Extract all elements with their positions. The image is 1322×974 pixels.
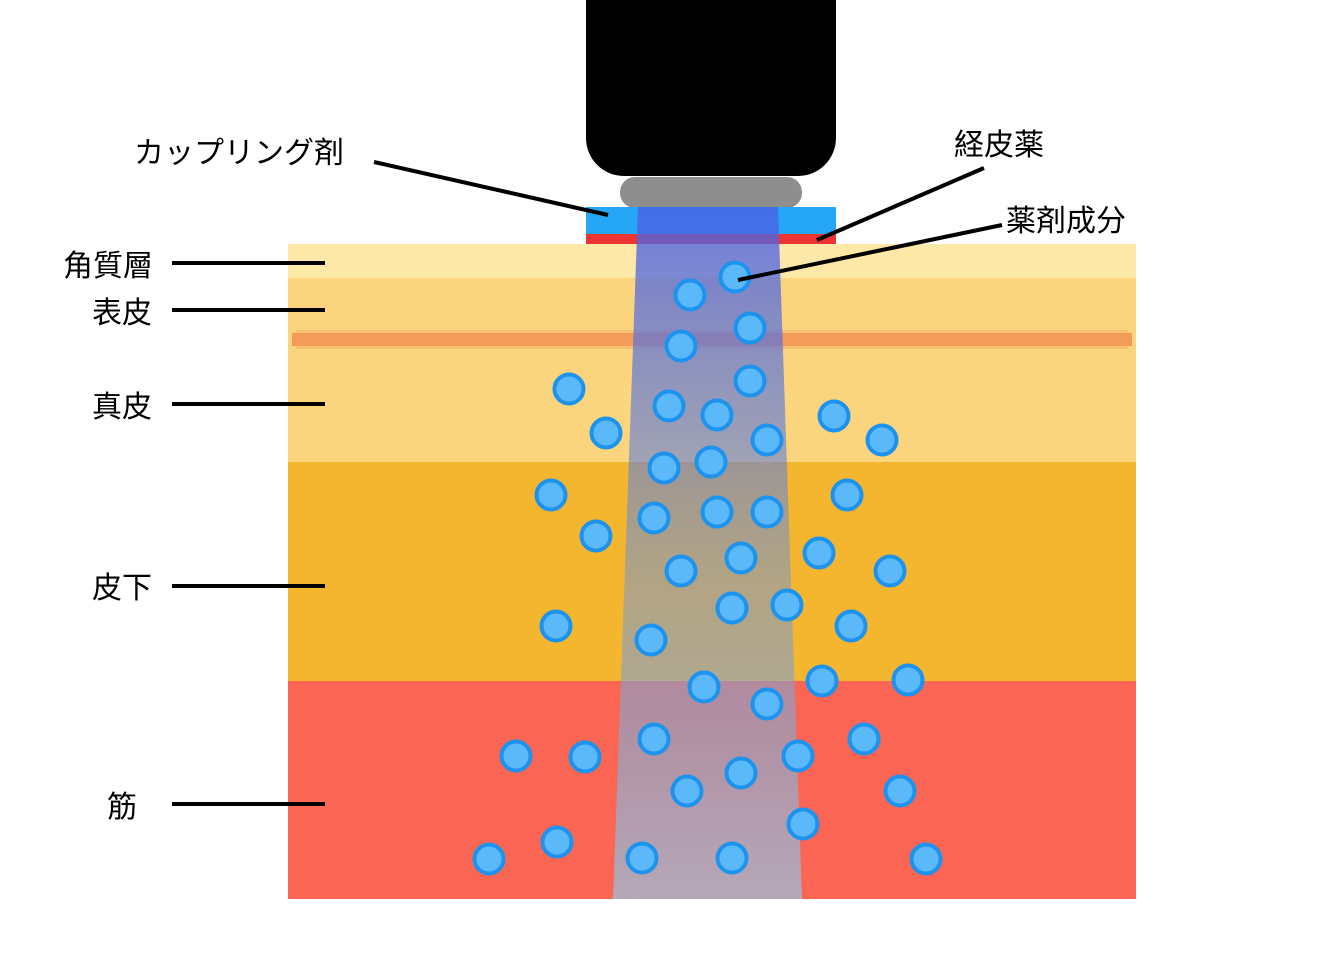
- drug-particle-icon: [802, 536, 836, 570]
- drug-particle-icon: [781, 739, 815, 773]
- drug-particle-icon: [499, 739, 533, 773]
- drug-particle-icon: [589, 416, 623, 450]
- drug-particle-icon: [733, 364, 767, 398]
- drug-particle-icon: [568, 740, 602, 774]
- drug-particle-icon: [834, 609, 868, 643]
- drug-particle-icon: [552, 372, 586, 406]
- transdermal-drug-leader: [816, 166, 985, 242]
- drug-particle-icon: [715, 841, 749, 875]
- ultrasound-beam: [613, 207, 802, 899]
- drug-particle-icon: [750, 423, 784, 457]
- drug-particle-icon: [637, 722, 671, 756]
- transdermal-drug-label: 経皮薬: [954, 128, 1044, 163]
- muscle-label: 筋: [107, 790, 137, 825]
- drug-particle-icon: [715, 591, 749, 625]
- drug-particle-icon: [817, 399, 851, 433]
- drug-particle-icon: [664, 554, 698, 588]
- coupling-agent-label: カップリング剤: [134, 136, 344, 171]
- drug-particle-icon: [786, 807, 820, 841]
- drug-component-label: 薬剤成分: [1006, 204, 1126, 239]
- drug-particle-icon: [909, 842, 943, 876]
- drug-particle-icon: [539, 609, 573, 643]
- stratum-corneum-label: 角質層: [63, 249, 153, 284]
- drug-particle-icon: [694, 445, 728, 479]
- ultrasound-probe-icon: [586, 0, 836, 176]
- epidermis-label: 表皮: [92, 296, 152, 331]
- drug-particle-icon: [700, 495, 734, 529]
- drug-particle-icon: [540, 825, 574, 859]
- drug-particle-icon: [873, 554, 907, 588]
- drug-particle-icon: [634, 623, 668, 657]
- drug-particle-icon: [637, 501, 671, 535]
- drug-particle-icon: [664, 329, 698, 363]
- drug-particle-icon: [700, 398, 734, 432]
- drug-particle-icon: [625, 841, 659, 875]
- drug-particle-icon: [670, 774, 704, 808]
- drug-particle-icon: [472, 842, 506, 876]
- drug-particle-icon: [579, 519, 613, 553]
- subcutis-label: 皮下: [92, 571, 152, 606]
- drug-particles: [472, 260, 943, 876]
- drug-particle-icon: [724, 756, 758, 790]
- drug-particle-icon: [673, 278, 707, 312]
- drug-particle-icon: [652, 389, 686, 423]
- drug-particle-icon: [750, 687, 784, 721]
- drug-particle-icon: [687, 670, 721, 704]
- drug-particle-icon: [847, 722, 881, 756]
- drug-particle-icon: [883, 774, 917, 808]
- drug-particle-icon: [770, 588, 804, 622]
- drug-particle-icon: [830, 478, 864, 512]
- drug-particle-icon: [805, 664, 839, 698]
- drug-particle-icon: [724, 541, 758, 575]
- coupling-agent-leader: [373, 160, 609, 217]
- drug-particle-icon: [534, 478, 568, 512]
- drug-particle-icon: [750, 495, 784, 529]
- drug-particle-icon: [891, 663, 925, 697]
- drug-component-leader: [737, 223, 1003, 282]
- dermis-label: 真皮: [92, 390, 152, 425]
- drug-particle-icon: [647, 451, 681, 485]
- probe-tip: [620, 177, 802, 208]
- drug-particle-icon: [733, 311, 767, 345]
- drug-particle-icon: [865, 423, 899, 457]
